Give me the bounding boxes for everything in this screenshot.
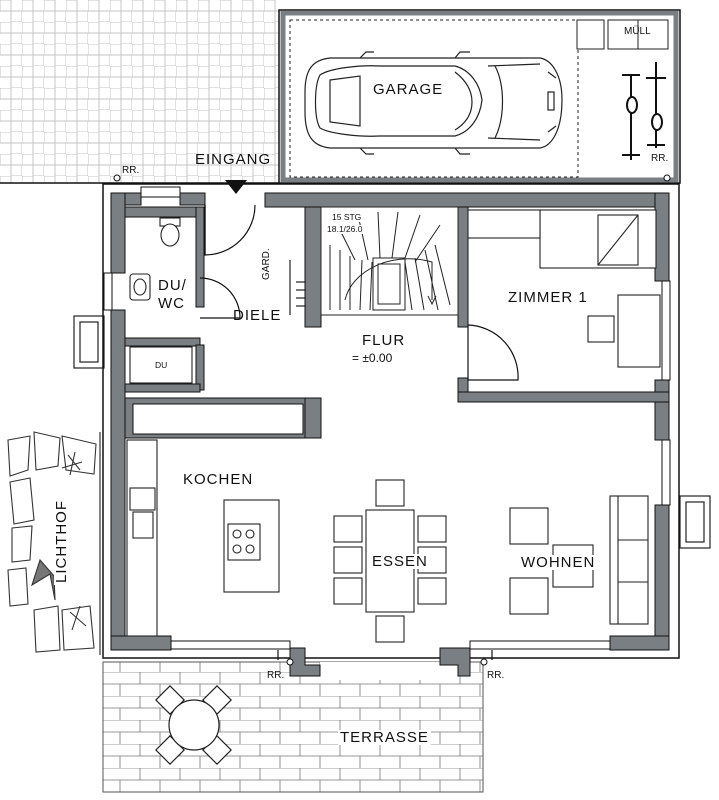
du-wc-label-line1: DU/ xyxy=(158,277,187,294)
lichthof-label: LICHTHOF xyxy=(53,498,70,585)
diele-label: DIELE xyxy=(233,307,282,324)
garage-label: GARAGE xyxy=(373,81,444,98)
terrasse-label: TERRASSE xyxy=(338,729,431,746)
lichthof-area xyxy=(7,431,101,655)
patio-table-set xyxy=(155,685,232,765)
rr-label-bottom-right: RR. xyxy=(487,670,505,681)
kitchen-furniture xyxy=(126,439,280,637)
wc-fixtures xyxy=(129,217,193,384)
house-outline xyxy=(102,183,680,659)
side-window-boxes xyxy=(73,315,711,549)
wardrobe xyxy=(289,260,306,315)
zimmer-furniture xyxy=(467,209,661,368)
rr-label-bottom-left: RR. xyxy=(267,670,285,681)
bicycle-icon xyxy=(622,62,666,160)
flur-level-label: = ±0.00 xyxy=(352,351,393,365)
rr-label-top-right: RR. xyxy=(651,153,669,164)
du-wc-label: DU/ WC xyxy=(158,277,187,313)
stairs-ratio-label: 18.1/26.0 xyxy=(325,224,365,234)
muell-label: MÜLL xyxy=(624,26,651,37)
wohnen-label: WOHNEN xyxy=(519,554,598,571)
zimmer-label: ZIMMER 1 xyxy=(508,289,588,306)
essen-label: ESSEN xyxy=(370,553,430,570)
flur-label: FLUR xyxy=(362,332,406,349)
kochen-label: KOCHEN xyxy=(183,471,254,488)
du-wc-label-line2: WC xyxy=(158,295,185,312)
entrance-arrow-icon xyxy=(225,180,247,194)
rr-markers xyxy=(113,174,671,666)
garderobe-label: GARD. xyxy=(261,248,272,280)
doors xyxy=(199,204,519,660)
car-icon xyxy=(304,51,563,155)
terrace-area xyxy=(102,661,484,793)
rr-label-top-left: RR. xyxy=(122,165,140,176)
paving-area xyxy=(0,0,283,183)
entrance-label: EINGANG xyxy=(195,151,272,168)
windows xyxy=(103,186,671,650)
du-label: DU xyxy=(155,360,168,370)
stairs-count-label: 15 STG xyxy=(330,212,364,222)
